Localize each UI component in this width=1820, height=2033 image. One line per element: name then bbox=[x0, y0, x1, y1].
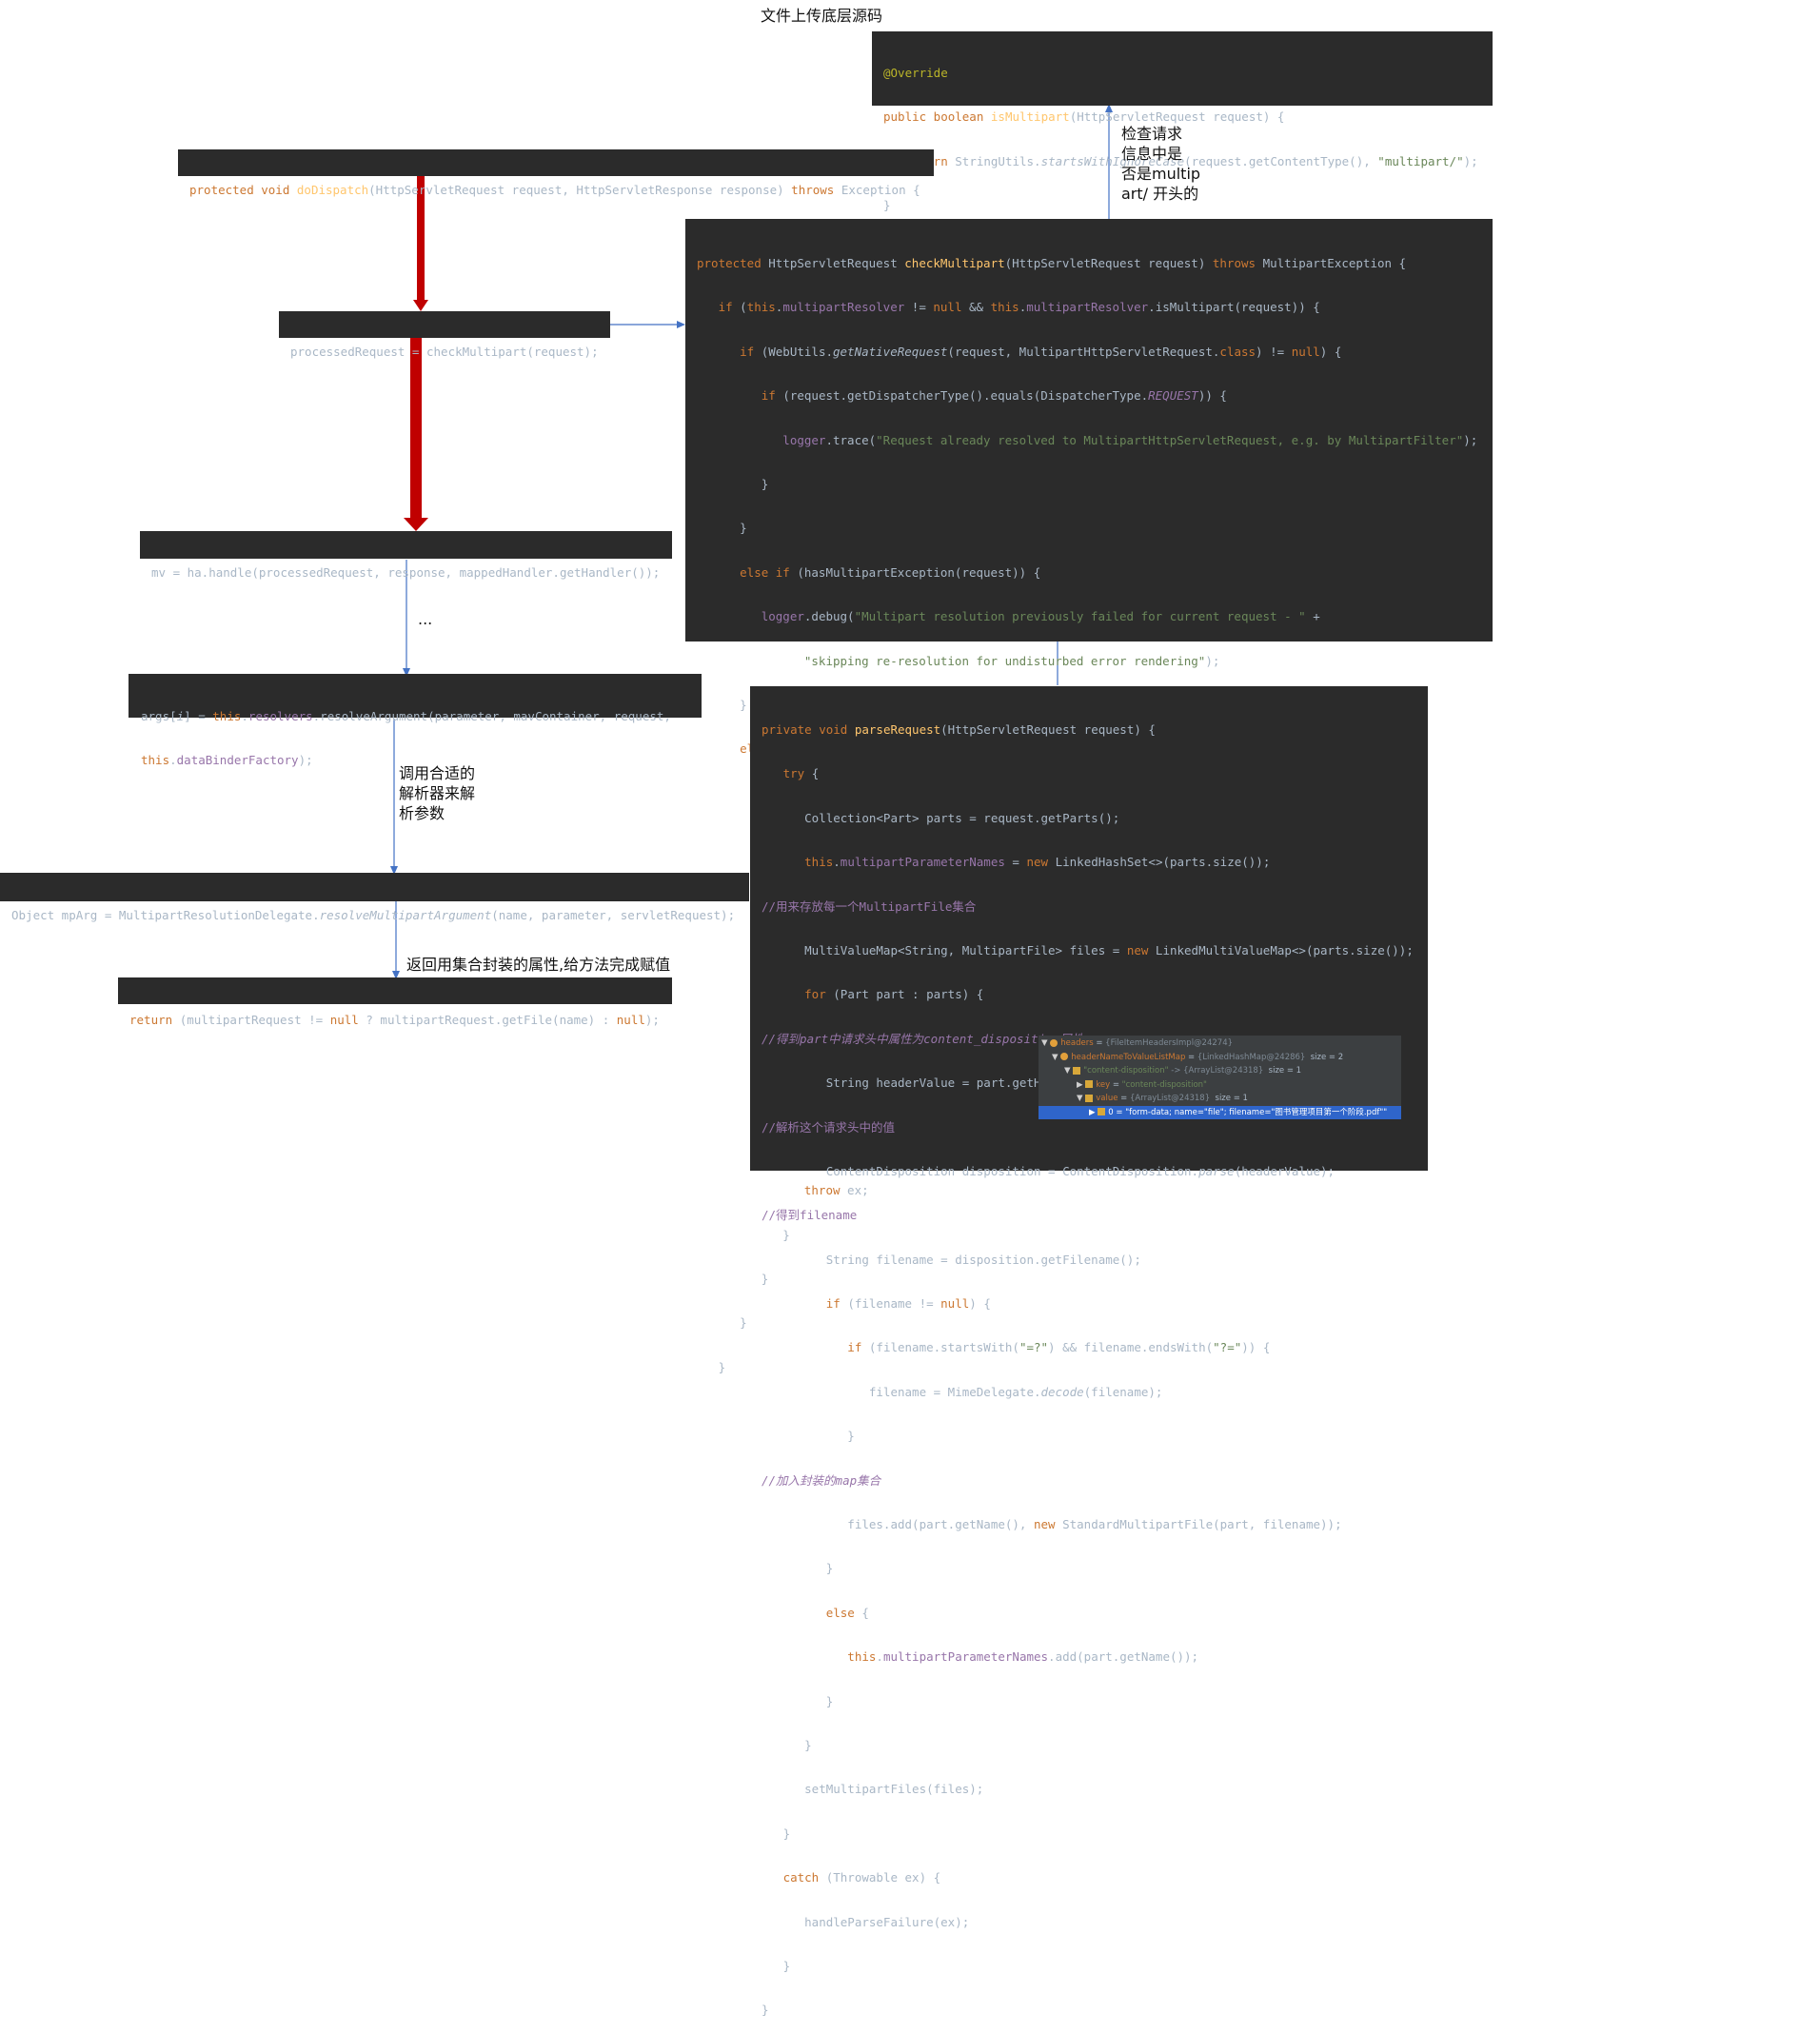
debug-row[interactable]: ▼ "content-disposition" -> {ArrayList@24… bbox=[1064, 1066, 1302, 1076]
expand-icon: ▼ bbox=[1052, 1052, 1061, 1062]
field-icon bbox=[1060, 1053, 1069, 1060]
debug-row[interactable]: ▼ value = {ArrayList@24318} size = 1 bbox=[1077, 1094, 1248, 1103]
do-dispatch-code: protected void doDispatch(HttpServletReq… bbox=[178, 149, 934, 197]
check-request-label: 检查请求 信息中是 否是multip art/ 开头的 bbox=[1121, 125, 1201, 203]
is-multipart-code: @Override public boolean isMultipart(Htt… bbox=[872, 31, 1493, 212]
debug-row[interactable]: ▼ headers = {FileItemHeadersImpl@24274} bbox=[1041, 1038, 1234, 1048]
flow-arrow-dispatch-to-check bbox=[413, 176, 428, 311]
page-title: 文件上传底层源码 bbox=[761, 7, 883, 25]
processed-request-code: processedRequest = checkMultipart(reques… bbox=[279, 311, 610, 359]
expand-icon: ▼ bbox=[1064, 1066, 1074, 1076]
debug-row[interactable]: ▼ headerNameToValueListMap = {LinkedHash… bbox=[1052, 1052, 1344, 1062]
return-code: return (multipartRequest != null ? multi… bbox=[118, 977, 672, 1027]
call-resolver-label: 调用合适的 解析器来解 析参数 bbox=[399, 764, 476, 822]
flow-arrow-check-to-handle bbox=[404, 338, 428, 531]
field-icon bbox=[1050, 1038, 1058, 1047]
resolve-argument-code: args[i] = this.resolvers.resolveArgument… bbox=[129, 674, 702, 767]
expand-icon: ▼ bbox=[1041, 1038, 1051, 1048]
list-icon bbox=[1098, 1108, 1106, 1115]
debugger-variables-panel: ▼ headers = {FileItemHeadersImpl@24274} … bbox=[1039, 1036, 1401, 1119]
debug-row-selected[interactable]: ▶ 0 = "form-data; name="file"; filename=… bbox=[1039, 1105, 1401, 1119]
collapse-icon: ▶ bbox=[1089, 1107, 1098, 1117]
expand-icon: ▼ bbox=[1077, 1094, 1086, 1103]
code-line: public boolean isMultipart(HttpServletRe… bbox=[883, 109, 1285, 125]
debug-row[interactable]: ▶ key = "content-disposition" bbox=[1077, 1079, 1207, 1090]
handle-code: mv = ha.handle(processedRequest, respons… bbox=[140, 531, 672, 580]
list-icon bbox=[1085, 1094, 1094, 1102]
code-line: @Override bbox=[883, 66, 948, 80]
code-line: } bbox=[883, 198, 891, 213]
list-icon bbox=[1085, 1080, 1094, 1088]
mp-arg-code: Object mpArg = MultipartResolutionDelega… bbox=[0, 873, 749, 922]
list-icon bbox=[1073, 1066, 1081, 1075]
collapse-icon: ▶ bbox=[1077, 1079, 1086, 1090]
check-multipart-code: protected HttpServletRequest checkMultip… bbox=[685, 219, 1493, 1374]
ellipsis-label: ... bbox=[418, 610, 433, 628]
return-desc-label: 返回用集合封装的属性,给方法完成赋值 bbox=[406, 956, 671, 974]
